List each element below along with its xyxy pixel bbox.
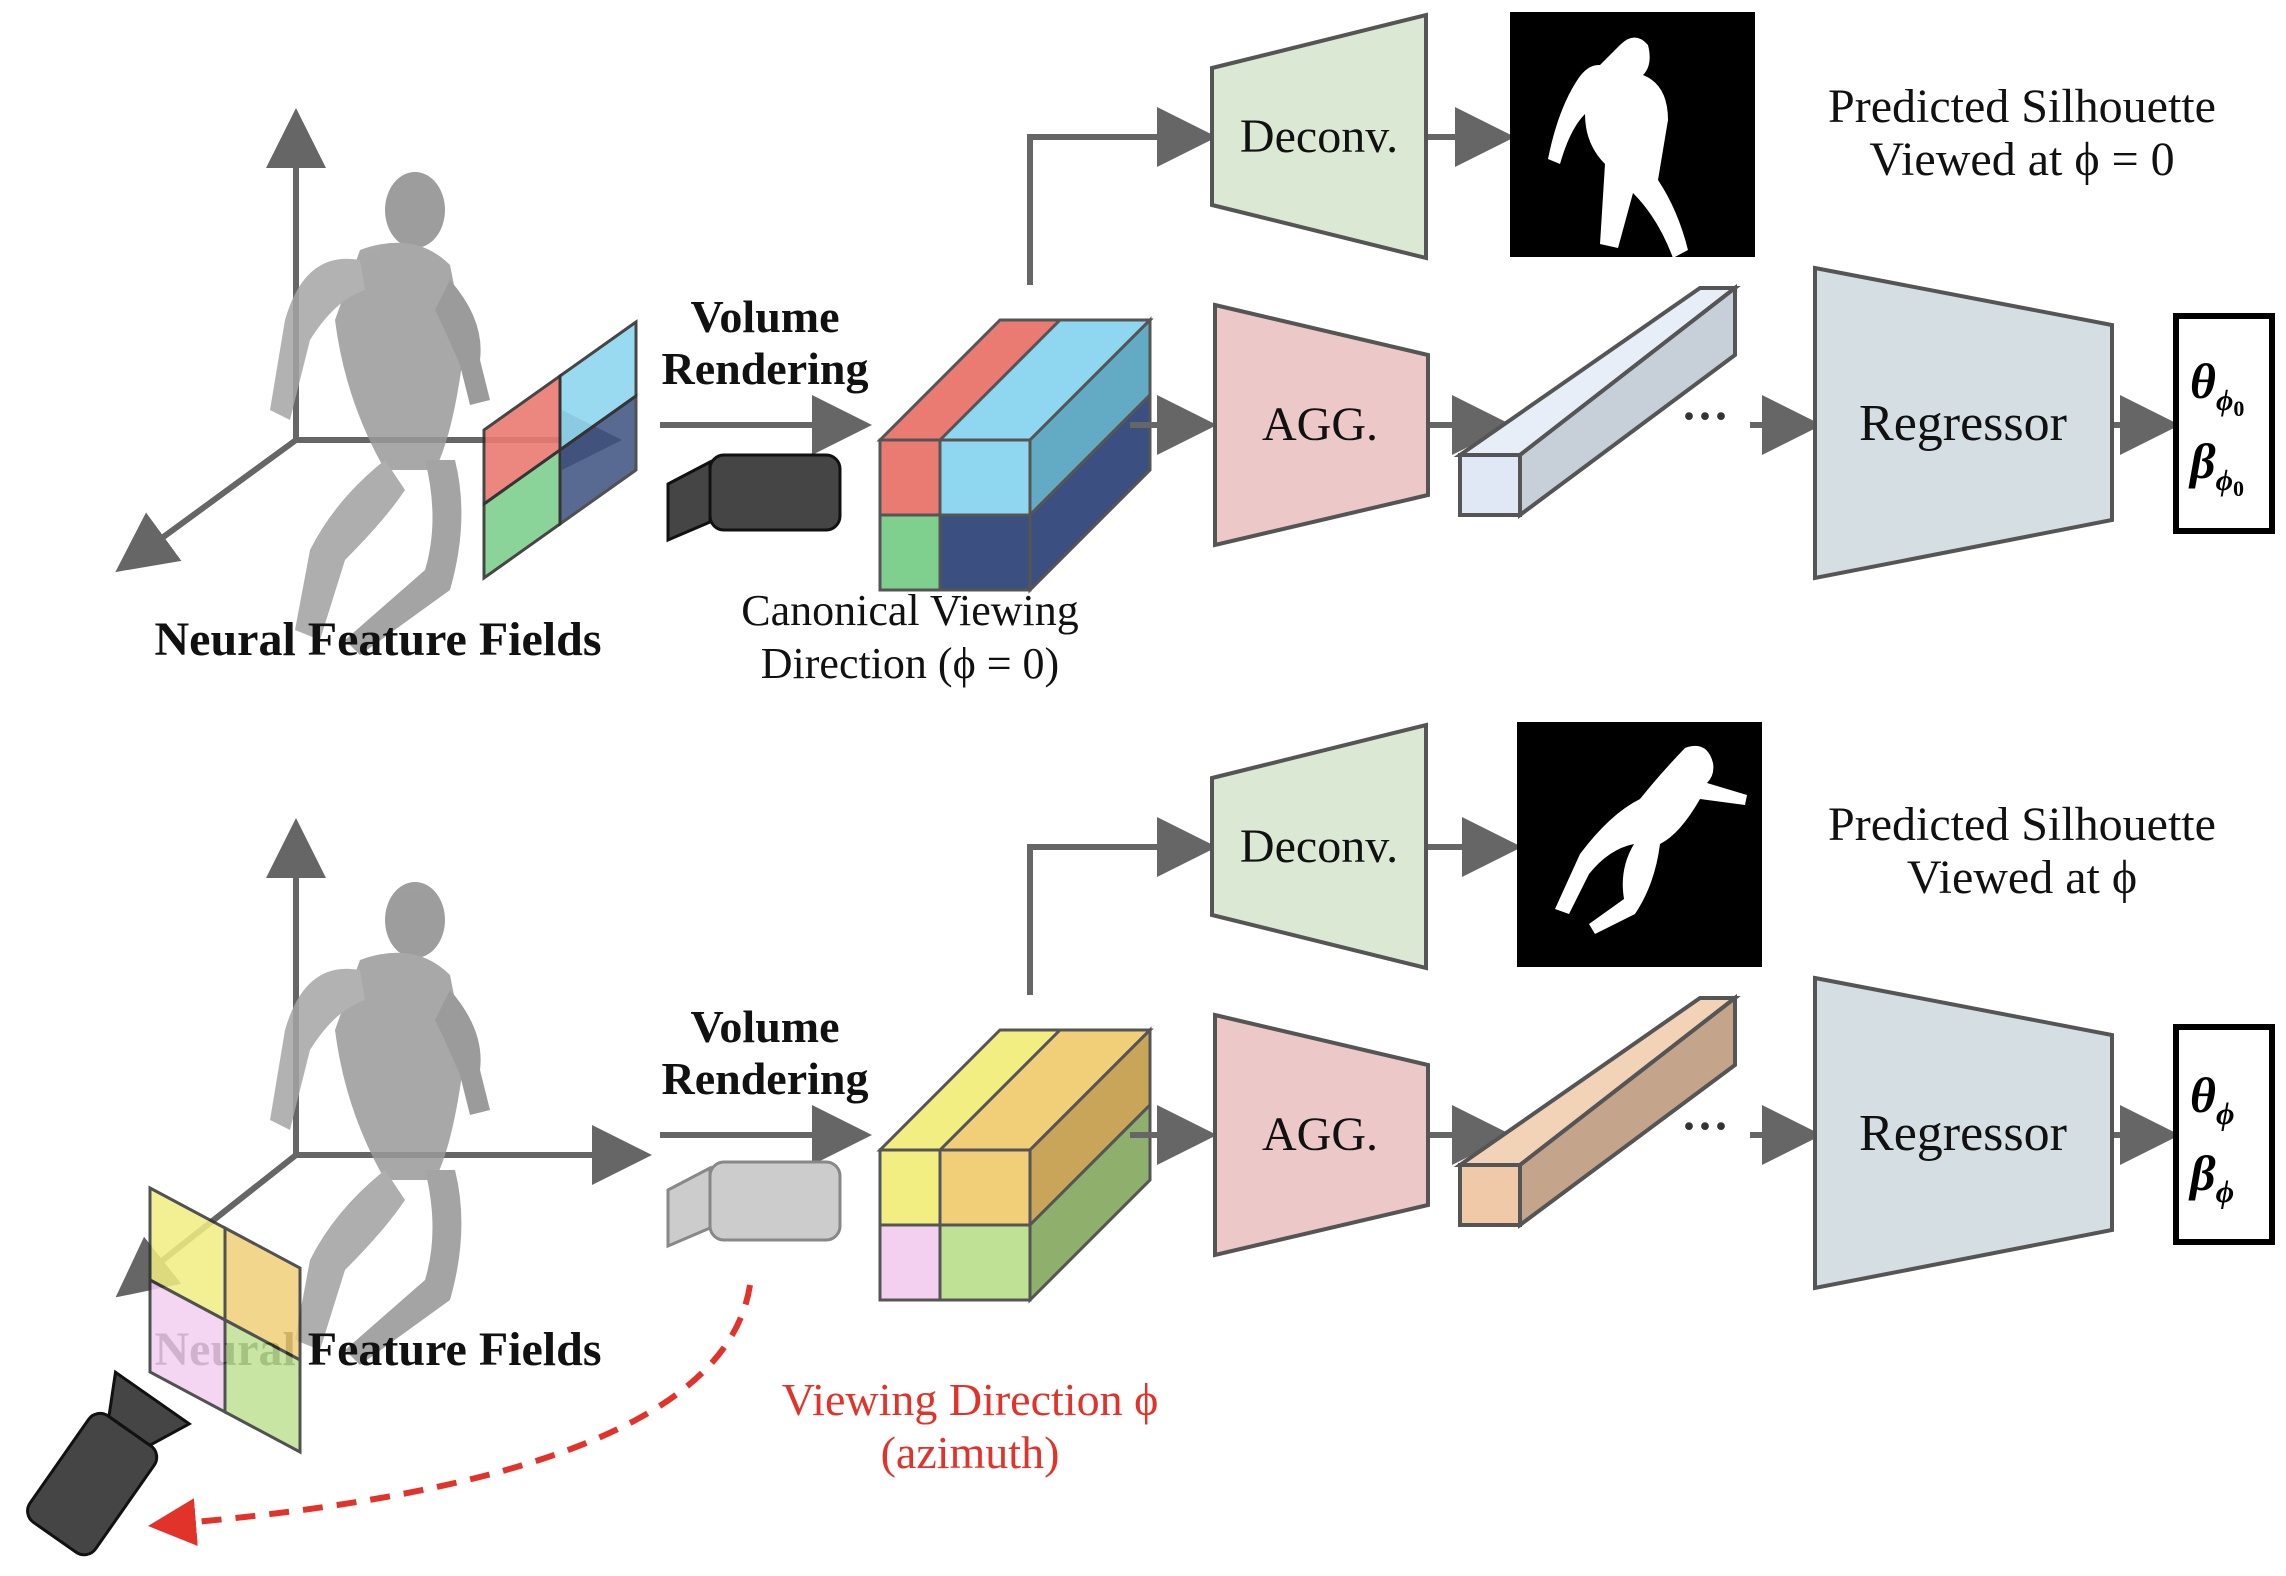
bottom-volume-rendering-line2: Rendering [662, 1053, 869, 1104]
top-volume-rendering-line1: Volume [690, 291, 839, 342]
top-viewing-label-line1: Canonical Viewing [741, 586, 1078, 635]
svg-text:βϕ: βϕ [2188, 1145, 2234, 1209]
top-row: Neural Feature Fields Volume Rendering C… [115, 12, 2275, 688]
bottom-feature-vector [1453, 993, 1741, 1229]
silhouette-icon [1510, 12, 1755, 258]
bottom-dots: ··· [1681, 1100, 1729, 1153]
camera-icon [666, 1160, 842, 1249]
top-feature-plane [482, 319, 638, 581]
bottom-silhouette-label-line2: Viewed at ϕ [1907, 851, 2137, 904]
top-deconv-label: Deconv. [1240, 110, 1398, 163]
bottom-deconv-block: Deconv. [1210, 722, 1428, 971]
top-silhouette-label-line1: Predicted Silhouette [1828, 80, 2216, 133]
bottom-deconv-label: Deconv. [1240, 820, 1398, 873]
svg-text:θϕ: θϕ [2190, 1067, 2234, 1131]
bottom-connectors [1027, 817, 2180, 1165]
top-regressor-block: Regressor [1813, 265, 2114, 581]
bottom-agg-label: AGG. [1262, 1108, 1378, 1161]
camera-icon [666, 453, 842, 543]
bottom-output-box: θϕ βϕ [2173, 1024, 2275, 1245]
bottom-agg-block: AGG. [1213, 1012, 1430, 1258]
bottom-feature-plane [148, 1185, 302, 1455]
top-regressor-label: Regressor [1859, 395, 2067, 452]
top-beta: β [2188, 433, 2216, 489]
svg-text:θϕ0: θϕ0 [2190, 353, 2244, 421]
human-mesh-icon [270, 882, 490, 1365]
bottom-feature-cube [876, 1026, 1154, 1304]
top-silhouette-label-line2: Viewed at ϕ = 0 [1869, 133, 2174, 186]
top-agg-label: AGG. [1262, 398, 1378, 451]
camera-icon [26, 1369, 193, 1557]
top-volume-rendering-line2: Rendering [662, 343, 869, 394]
top-theta-subsub: 0 [2233, 396, 2244, 421]
bottom-regressor-block: Regressor [1813, 975, 2114, 1291]
top-connectors [1027, 107, 2180, 455]
top-field-label: Neural Feature Fields [154, 613, 601, 666]
top-feature-vector [1453, 283, 1741, 519]
bottom-beta-sub: ϕ [2216, 1173, 2235, 1209]
top-feature-cube [876, 316, 1154, 594]
direction-arc [148, 1284, 753, 1547]
top-output-box: θϕ0 βϕ0 [2173, 313, 2275, 534]
silhouette-icon [1517, 722, 1762, 967]
bottom-regressor-label: Regressor [1859, 1105, 2067, 1162]
bottom-row: Neural Feature Fields Volume Rendering V… [26, 722, 2275, 1557]
top-beta-subsub: 0 [2233, 476, 2244, 501]
top-agg-block: AGG. [1213, 302, 1430, 548]
svg-text:βϕ0: βϕ0 [2188, 433, 2244, 501]
human-mesh-icon [270, 172, 490, 655]
top-dots: ··· [1681, 390, 1729, 443]
top-theta: θ [2190, 353, 2216, 409]
bottom-volume-rendering-line1: Volume [690, 1001, 839, 1052]
bottom-silhouette-label-line1: Predicted Silhouette [1828, 798, 2216, 851]
top-theta-sub: ϕ [2216, 384, 2233, 417]
direction-label-line1: Viewing Direction ϕ [782, 1374, 1159, 1425]
direction-label-line2: (azimuth) [881, 1427, 1060, 1478]
bottom-theta-sub: ϕ [2216, 1095, 2235, 1131]
bottom-beta: β [2188, 1145, 2216, 1201]
bottom-theta: θ [2190, 1067, 2216, 1123]
top-deconv-block: Deconv. [1210, 12, 1428, 261]
top-beta-sub: ϕ [2216, 464, 2233, 497]
top-viewing-label-line2: Direction (ϕ = 0) [761, 639, 1059, 688]
